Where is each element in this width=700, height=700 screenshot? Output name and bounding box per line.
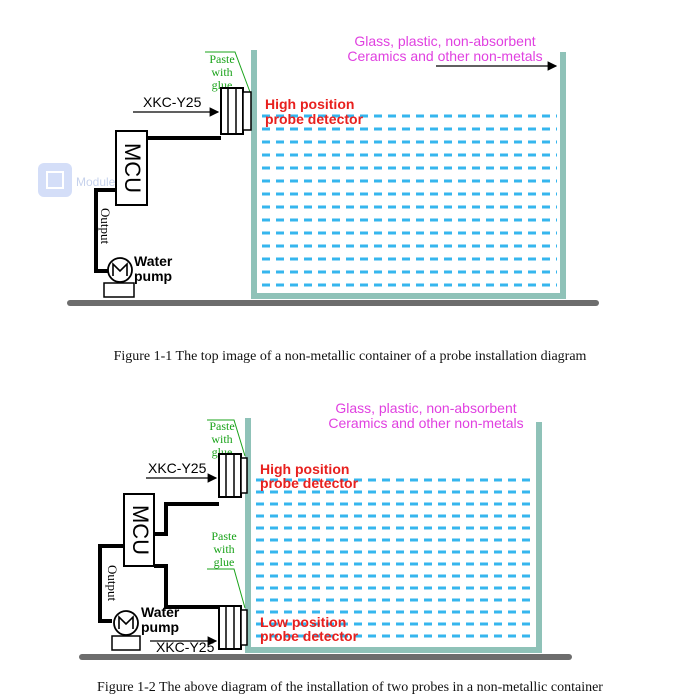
probe-label-line1: High position	[265, 96, 354, 112]
low-label-line1: Low position	[260, 614, 346, 630]
glue-note-bottom-line2: with	[213, 542, 234, 556]
figure-2: Glass, plastic, non-absorbent Ceramics a…	[79, 400, 572, 660]
glue-note-line1: Paste	[209, 52, 234, 66]
output-label: Output	[98, 208, 113, 245]
wire-mcu-pump	[98, 544, 123, 623]
pump-base	[111, 635, 141, 651]
glue-pointer	[205, 51, 251, 93]
container-1	[251, 50, 566, 299]
wire-high-mcu	[154, 502, 219, 536]
material-line1: Glass, plastic, non-absorbent	[335, 400, 516, 416]
mcu-2	[123, 493, 155, 567]
glue-note-top-line1: Paste	[209, 419, 234, 433]
mcu-label: MCU	[120, 143, 145, 193]
water-2	[256, 478, 533, 638]
sensor-low	[218, 605, 242, 650]
material-line1: Glass, plastic, non-absorbent	[354, 33, 535, 49]
caption-figure-1: Figure 1-1 The top image of a non-metall…	[113, 349, 587, 364]
caption-figure-2: Figure 1-2 The above diagram of the inst…	[97, 680, 603, 695]
sensor-high	[218, 453, 242, 498]
glue-note-bottom-line1: Paste	[211, 529, 236, 543]
glue-pointer-bottom	[207, 568, 246, 609]
glue-note-line2: with	[211, 65, 232, 79]
sensor-label: XKC-Y25	[143, 94, 202, 110]
pump-label-line2: pump	[141, 619, 179, 635]
probe-label-line2: probe detector	[265, 111, 364, 127]
sensor-high	[220, 87, 244, 135]
glue-note-top-line2: with	[211, 432, 232, 446]
material-line2: Ceramics and other non-metals	[328, 415, 523, 431]
wire-low-mcu	[154, 564, 219, 609]
glue-note-bottom-line3: glue	[214, 555, 235, 569]
chip-icon	[38, 163, 72, 197]
mcu-label: MCU	[128, 505, 153, 555]
wire-sensor-mcu	[143, 136, 221, 148]
output-label: Output	[105, 565, 120, 602]
glue-pointer-top	[207, 419, 246, 457]
high-label-line2: probe detector	[260, 475, 359, 491]
pump-label-line1: Water	[134, 253, 173, 269]
sensor-label-top: XKC-Y25	[148, 460, 207, 476]
container-2	[245, 418, 542, 653]
mcu-1	[115, 130, 148, 206]
water-1	[262, 114, 557, 287]
sensor-label-bottom: XKC-Y25	[156, 639, 215, 655]
pump-base	[103, 282, 135, 298]
high-label-line1: High position	[260, 461, 349, 477]
figure-1: Glass, plastic, non-absorbent Ceramics a…	[67, 33, 599, 306]
wire-mcu-pump	[94, 188, 118, 273]
low-label-line2: probe detector	[260, 628, 359, 644]
pump-label-line1: Water	[141, 604, 180, 620]
pump-label-line2: pump	[134, 268, 172, 284]
material-line2: Ceramics and other non-metals	[347, 48, 542, 64]
